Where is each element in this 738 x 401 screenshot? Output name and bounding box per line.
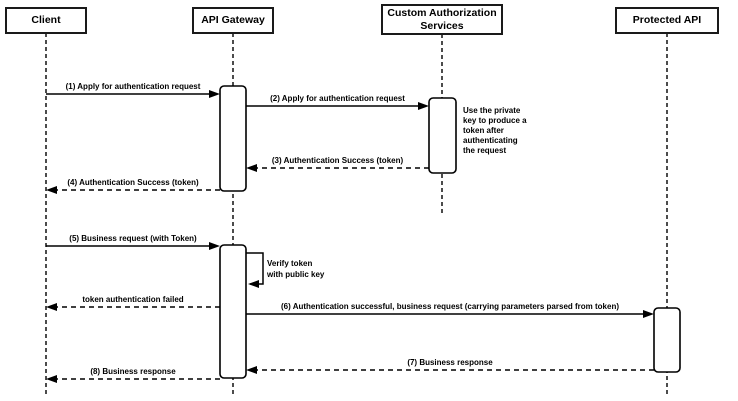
msg-4-arrowhead (46, 186, 57, 194)
verify-token-label-line-2: with public key (266, 270, 325, 279)
actor-box-api-gateway: API Gateway (192, 7, 274, 34)
private-key-note-line-2: key to produce a (463, 116, 527, 125)
msg-3-arrowhead (246, 164, 257, 172)
private-key-note-line-3: token after (463, 126, 504, 135)
verify-token-label-line-1: Verify token (267, 259, 312, 268)
actor-box-protected-api: Protected API (615, 7, 719, 34)
msg-7-arrowhead (246, 366, 257, 374)
verify-token-arrowhead (248, 280, 259, 288)
actor-label-custom-authorization-services: Services (420, 19, 464, 32)
actor-label-client: Client (31, 14, 61, 27)
activation-bar-protected-api (653, 307, 681, 373)
private-key-note-line-5: the request (463, 146, 506, 155)
msg-token-failed-arrowhead (46, 303, 57, 311)
msg-2-label: (2) Apply for authentication request (270, 94, 405, 103)
msg-3-label: (3) Authentication Success (token) (272, 156, 404, 165)
private-key-note-line-4: authenticating (463, 136, 518, 145)
msg-7-label: (7) Business response (407, 358, 493, 367)
msg-1-label: (1) Apply for authentication request (66, 82, 201, 91)
msg-1-arrowhead (209, 90, 220, 98)
activation-bar-custom-authorization-services (428, 97, 457, 174)
verify-token-loop-line (246, 252, 264, 285)
msg-5-label: (5) Business request (with Token) (69, 234, 197, 243)
msg-6-label: (6) Authentication successful, business … (281, 302, 619, 311)
msg-2-arrowhead (418, 102, 429, 110)
actor-label-api-gateway: API Gateway (201, 14, 265, 27)
activation-bar-api-gateway-authentication (219, 85, 247, 192)
msg-8-label: (8) Business response (90, 367, 176, 376)
msg-4-label: (4) Authentication Success (token) (67, 178, 199, 187)
msg-5-arrowhead (209, 242, 220, 250)
activation-bar-api-gateway-business (219, 244, 247, 379)
msg-token-failed-label: token authentication failed (82, 295, 183, 304)
msg-6-arrowhead (643, 310, 654, 318)
private-key-note-line-1: Use the private (463, 106, 521, 115)
msg-8-arrowhead (46, 375, 57, 383)
actor-label-custom-authorization-services: Custom Authorization (387, 6, 497, 19)
actor-box-client: Client (5, 7, 87, 34)
actor-label-protected-api: Protected API (632, 14, 702, 27)
